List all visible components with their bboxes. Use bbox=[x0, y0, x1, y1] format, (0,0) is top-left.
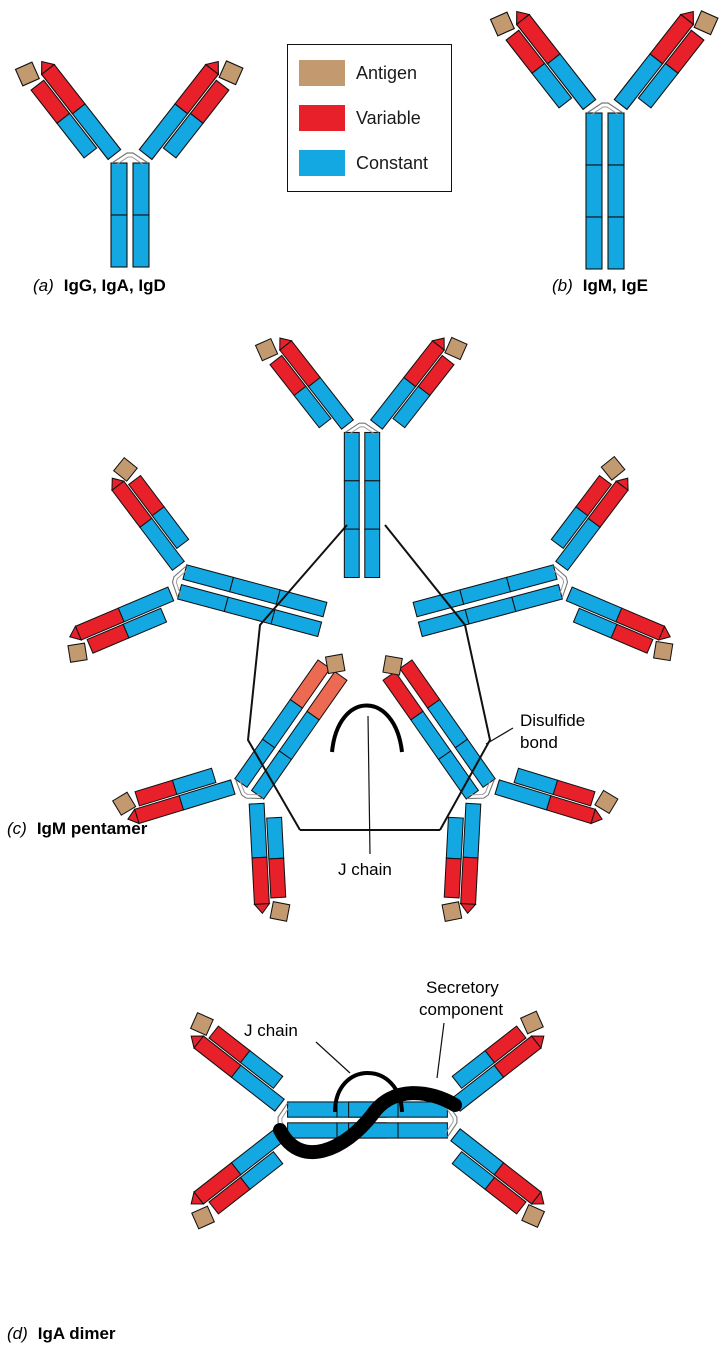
variable-tip bbox=[460, 904, 475, 914]
legend-label-variable: Variable bbox=[356, 108, 421, 129]
legend-label-constant: Constant bbox=[356, 153, 428, 174]
legend-swatch-antigen bbox=[299, 60, 345, 86]
heavy-chain-segment bbox=[608, 165, 624, 217]
antigen bbox=[654, 641, 673, 660]
heavy-chain-segment bbox=[586, 113, 602, 165]
heavy-chain-segment bbox=[344, 432, 359, 480]
fab-arm-right bbox=[441, 802, 481, 923]
j-chain-leader-line-c bbox=[368, 716, 370, 854]
disulfide-bond-label: Disulfide bond bbox=[520, 711, 590, 752]
fab-arm-right bbox=[614, 0, 721, 122]
antigen bbox=[114, 458, 138, 482]
fab-arm-left bbox=[252, 326, 353, 441]
fab-arm-right bbox=[139, 49, 246, 172]
heavy-chain-segment bbox=[288, 1123, 337, 1138]
pentamer-unit-bottom-right bbox=[298, 592, 631, 938]
fab-arm-left bbox=[12, 49, 121, 173]
pentamer-unit-top bbox=[252, 326, 470, 577]
antigen bbox=[383, 656, 402, 675]
hinge-region bbox=[112, 153, 148, 163]
hinge-region bbox=[587, 103, 623, 113]
heavy-chain-segment bbox=[608, 217, 624, 269]
heavy-chain-constant bbox=[249, 803, 267, 858]
heavy-chain-constant bbox=[463, 803, 481, 858]
dimer-unit-right bbox=[349, 1008, 556, 1231]
heavy-chain-segment bbox=[133, 215, 149, 267]
heavy-chain-segment bbox=[586, 217, 602, 269]
heavy-chain-segment bbox=[365, 529, 380, 577]
heavy-chain-segment bbox=[344, 481, 359, 529]
antigen bbox=[270, 902, 290, 922]
fab-arm-left bbox=[438, 1008, 556, 1111]
heavy-chain-segment bbox=[608, 113, 624, 165]
dimer-unit-left bbox=[179, 1009, 386, 1232]
legend-label-antigen: Antigen bbox=[356, 63, 417, 84]
heavy-chain-segment bbox=[111, 215, 127, 267]
fab-arm-left bbox=[495, 760, 619, 828]
fab-arm-left bbox=[179, 1129, 297, 1232]
antigen bbox=[256, 339, 278, 361]
antigen bbox=[522, 1205, 545, 1228]
legend-item-constant: Constant bbox=[299, 150, 428, 176]
heavy-chain-segment bbox=[365, 432, 380, 480]
antigen bbox=[442, 902, 462, 922]
fab-arm-left bbox=[58, 587, 181, 666]
legend: Antigen Variable Constant bbox=[287, 44, 452, 192]
antigen bbox=[601, 457, 625, 481]
antigen bbox=[192, 1206, 215, 1229]
light-chain-constant bbox=[267, 817, 284, 859]
heavy-chain-segment bbox=[344, 529, 359, 577]
antigen bbox=[113, 792, 136, 815]
pentamer-unit-bottom-left bbox=[100, 593, 433, 939]
heavy-chain-segment bbox=[586, 165, 602, 217]
legend-item-antigen: Antigen bbox=[299, 60, 417, 86]
heavy-chain-segment bbox=[111, 163, 127, 215]
antibody-igm-ige bbox=[487, 0, 721, 269]
j-chain bbox=[332, 706, 402, 753]
fab-arm-right bbox=[559, 587, 682, 664]
caption-a: (a)IgG, IgA, IgD bbox=[33, 276, 166, 295]
fab-arm-left bbox=[249, 802, 290, 923]
fab-arm-left bbox=[487, 0, 596, 123]
heavy-chain-variable bbox=[252, 857, 269, 904]
hinge-region bbox=[345, 423, 378, 432]
heavy-chain-variable bbox=[461, 857, 478, 904]
caption-d: (d)IgA dimer bbox=[7, 1324, 116, 1343]
secretory-leader-line bbox=[437, 1023, 444, 1078]
j-chain-label-c: J chain bbox=[338, 860, 392, 879]
legend-swatch-variable bbox=[299, 105, 345, 131]
j-chain-label-d: J chain bbox=[244, 1021, 298, 1040]
j-chain-leader-line-d bbox=[316, 1042, 350, 1073]
antigen bbox=[694, 11, 718, 35]
antigen bbox=[191, 1013, 214, 1036]
antigen bbox=[326, 654, 345, 673]
heavy-chain-segment bbox=[133, 163, 149, 215]
fab-arm-right bbox=[371, 326, 471, 440]
antigen bbox=[521, 1011, 544, 1034]
heavy-chain-segment bbox=[288, 1102, 337, 1117]
fab-arm-right bbox=[101, 455, 199, 570]
antigen bbox=[219, 61, 243, 85]
variable-tip bbox=[254, 904, 269, 914]
caption-b: (b)IgM, IgE bbox=[552, 276, 648, 295]
antigen bbox=[445, 337, 467, 359]
antigen bbox=[16, 62, 40, 86]
fab-arm-right bbox=[439, 1129, 556, 1231]
secretory-component-label: Secretory component bbox=[419, 978, 503, 1019]
antigen bbox=[491, 12, 515, 36]
antibody-igg bbox=[12, 49, 246, 267]
antigen bbox=[595, 790, 618, 813]
heavy-chain-segment bbox=[398, 1123, 447, 1138]
light-chain-variable bbox=[269, 858, 286, 898]
antigen bbox=[68, 643, 87, 662]
heavy-chain-segment bbox=[365, 481, 380, 529]
light-chain-variable bbox=[444, 858, 461, 898]
legend-item-variable: Variable bbox=[299, 105, 421, 131]
light-chain-constant bbox=[446, 817, 463, 859]
legend-swatch-constant bbox=[299, 150, 345, 176]
fab-arm-left bbox=[539, 454, 639, 570]
caption-c: (c)IgM pentamer bbox=[7, 819, 148, 838]
